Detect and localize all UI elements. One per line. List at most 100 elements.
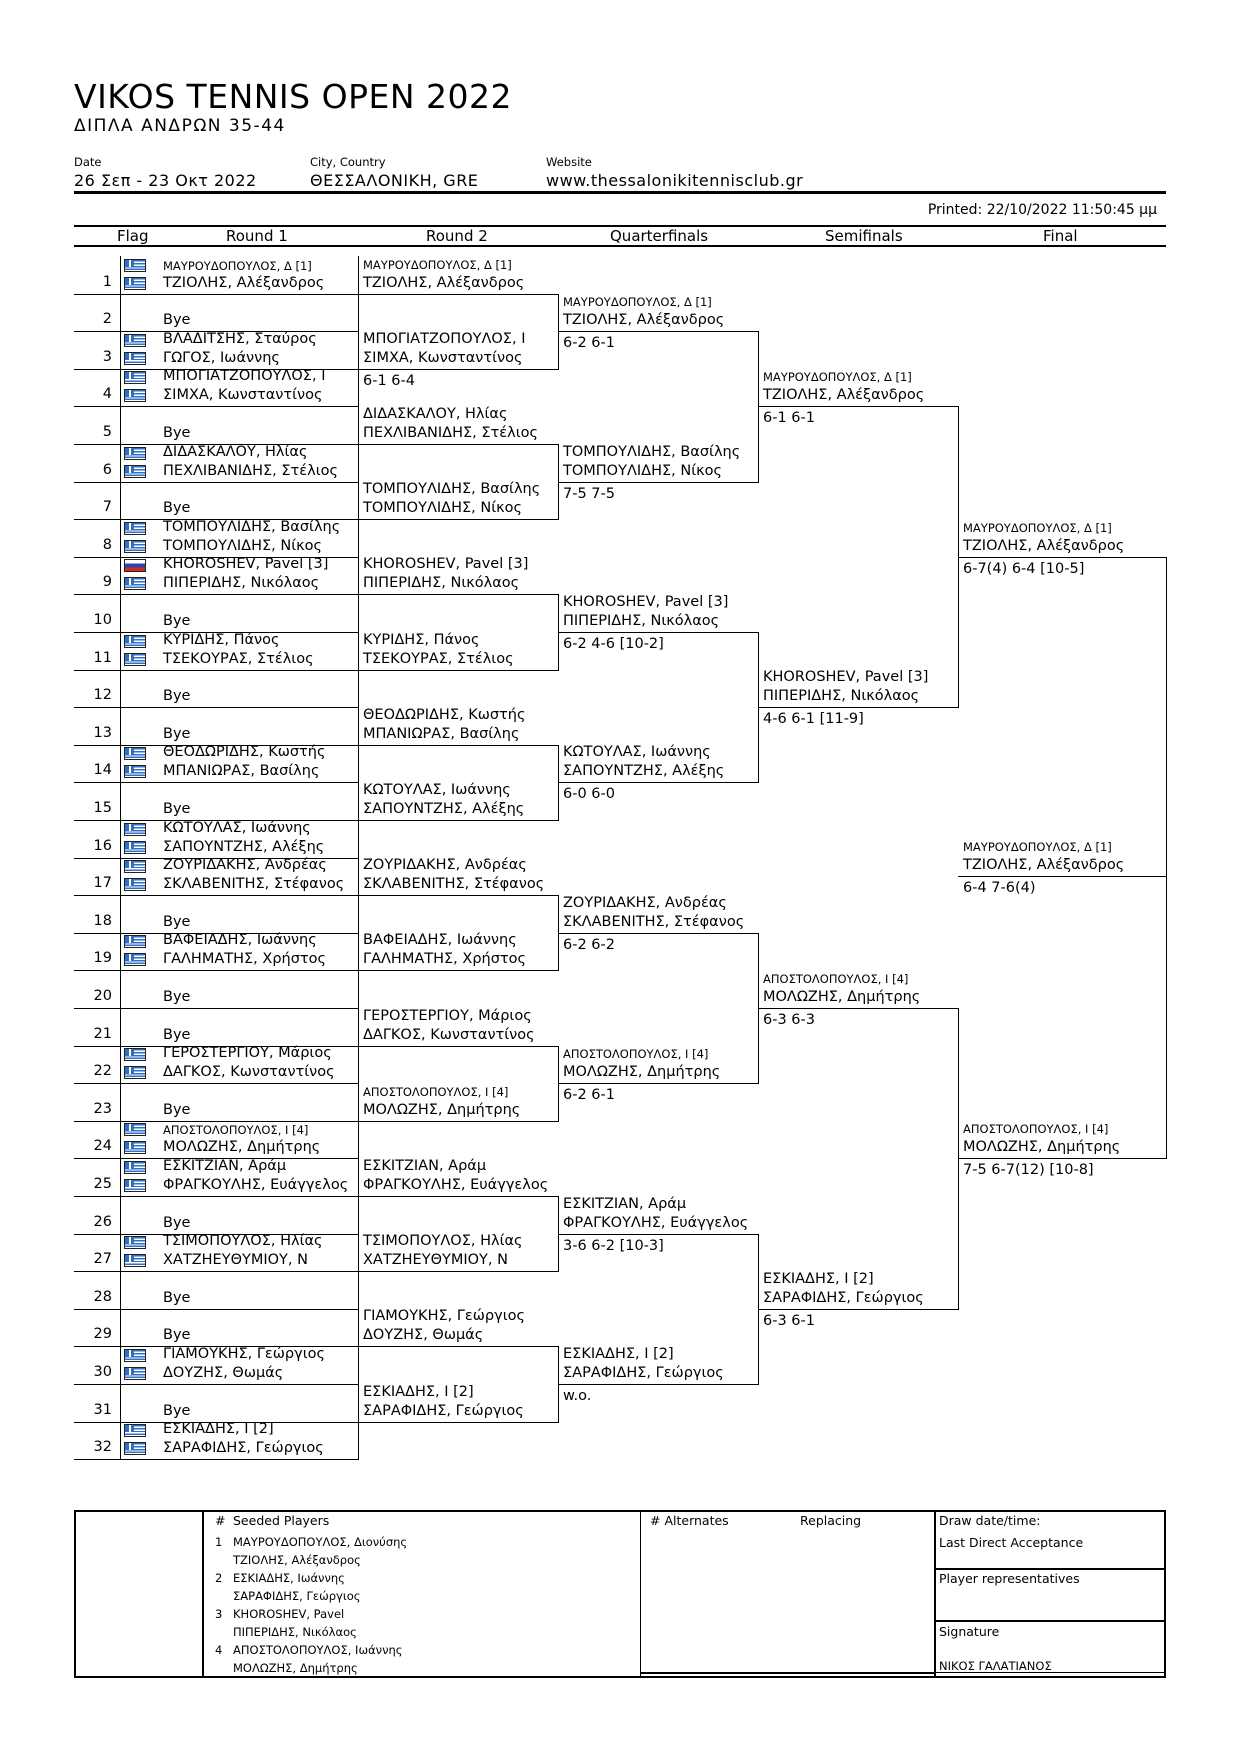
- player-name: ΚΩΤΟΥΛΑΣ, Ιωάννης: [363, 782, 511, 798]
- greece-flag-icon: [124, 1442, 146, 1455]
- seed-label: ΑΠΟΣΤΟΛΟΠΟΥΛΟΣ, Ι [4]: [563, 1047, 709, 1061]
- draw-position-number: 13: [93, 725, 112, 741]
- draw-line-26: [74, 1234, 358, 1235]
- player-name: ΤΟΜΠΟΥΛΙΔΗΣ, Βασίλης: [363, 481, 541, 497]
- champion-score: 6-4 7-6(4): [963, 880, 1036, 896]
- bracket-connector: [358, 294, 359, 332]
- player-name: ΜΠΟΓΙΑΤΖΟΠΟΥΛΟΣ, Ι: [163, 368, 326, 384]
- bracket-connector: [358, 594, 359, 633]
- seeded-players-label: Seeded Players: [233, 1513, 330, 1528]
- player-name: ΤΖΙΟΛΗΣ, Αλέξανδρος: [763, 387, 925, 403]
- player-name: ΔΟΥΖΗΣ, Θωμάς: [363, 1327, 484, 1343]
- draw-position-number: 10: [93, 612, 112, 628]
- date-label: Date: [74, 155, 102, 169]
- player-name: ΜΟΛΩΖΗΣ, Δημήτρης: [563, 1064, 721, 1080]
- greece-flag-icon: [124, 352, 146, 365]
- player-name: ΤΖΙΟΛΗΣ, Αλέξανδρος: [963, 538, 1125, 554]
- draw-position-number: 16: [93, 838, 112, 854]
- player-name: ΒΛΑΔΙΤΣΗΣ, Σταύρος: [163, 331, 317, 347]
- website-value: www.thessalonikitennisclub.gr: [546, 171, 804, 190]
- bracket-connector: [558, 1046, 559, 1122]
- player-name: ΜΠΑΝΙΩΡΑΣ, Βασίλης: [163, 763, 320, 779]
- seed-number: 1: [215, 1535, 223, 1549]
- player-representatives-label: Player representatives: [939, 1571, 1080, 1586]
- bracket-connector: [358, 1121, 359, 1159]
- player-name: ΕΣΚΙΑΔΗΣ, Ι [2]: [363, 1384, 474, 1400]
- seed-player-name: ΜΟΛΩΖΗΣ, Δημήτρης: [233, 1661, 358, 1675]
- bracket-connector: [358, 745, 359, 783]
- player-name: ΔΟΥΖΗΣ, Θωμάς: [163, 1365, 284, 1381]
- player-name: ΕΣΚΙΤΖΙΑΝ, Αράμ: [163, 1158, 287, 1174]
- greece-flag-icon: [124, 1254, 146, 1267]
- draw-position-number: 31: [93, 1402, 112, 1418]
- greece-flag-icon: [124, 878, 146, 891]
- final-connector: [1166, 557, 1167, 1159]
- player-name: ΖΟΥΡΙΔΑΚΗΣ, Ανδρέας: [363, 857, 527, 873]
- round2-line: [358, 594, 558, 595]
- draw-position-number: 27: [93, 1251, 112, 1267]
- draw-position-number: 17: [93, 875, 112, 891]
- round2-line: [358, 519, 558, 520]
- col-round1: Round 1: [226, 227, 288, 245]
- player-name: ΔΑΓΚΟΣ, Κωνσταντίνος: [163, 1064, 335, 1080]
- greece-flag-icon: [124, 259, 146, 272]
- seed-player-name: ΕΣΚΙΑΔΗΣ, Ιωάννης: [233, 1571, 345, 1585]
- player-name: ΣΚΛΑΒΕΝΙΤΗΣ, Στέφανος: [363, 876, 545, 892]
- player-name: ΖΟΥΡΙΔΑΚΗΣ, Ανδρέας: [563, 895, 727, 911]
- greece-flag-icon: [124, 389, 146, 402]
- draw-line-21: [74, 1046, 358, 1047]
- player-name: ΚΩΤΟΥΛΑΣ, Ιωάννης: [163, 820, 311, 836]
- bracket-connector: [358, 519, 359, 558]
- round2-line: [358, 369, 558, 370]
- player-name: ΖΟΥΡΙΔΑΚΗΣ, Ανδρέας: [163, 857, 327, 873]
- quarterfinals-line: [558, 632, 758, 633]
- greece-flag-icon: [124, 1123, 146, 1136]
- draw-line-20: [74, 1008, 358, 1009]
- final-line: [958, 1158, 1166, 1159]
- last-direct-acceptance-label: Last Direct Acceptance: [939, 1535, 1084, 1550]
- player-name: ΕΣΚΙΑΔΗΣ, Ι [2]: [763, 1271, 874, 1287]
- player-name: ΣΙΜΧΑ, Κωνσταντίνος: [363, 350, 523, 366]
- player-name: ΜΟΛΩΖΗΣ, Δημήτρης: [363, 1102, 521, 1118]
- seed-player-name: ΜΑΥΡΟΥΔΟΠΟΥΛΟΣ, Διονύσης: [233, 1535, 408, 1549]
- draw-line-7: [74, 519, 358, 520]
- draw-line-3: [74, 369, 358, 370]
- champion-name: ΤΖΙΟΛΗΣ, Αλέξανδρος: [963, 857, 1125, 873]
- player-name: ΓΕΡΟΣΤΕΡΓΙΟΥ, Μάριος: [163, 1045, 332, 1061]
- draw-line-5: [74, 444, 358, 445]
- player-name: Bye: [163, 914, 191, 930]
- quarterfinals-line: [558, 782, 758, 783]
- player-name: ΣΑΠΟΥΝΤΖΗΣ, Αλέξης: [363, 801, 525, 817]
- match-score: 6-2 4-6 [10-2]: [563, 636, 664, 652]
- greece-flag-icon: [124, 540, 146, 553]
- draw-position-number: 19: [93, 950, 112, 966]
- draw-line-6: [74, 482, 358, 483]
- draw-line-30: [74, 1384, 358, 1385]
- seed-label: ΑΠΟΣΤΟΛΟΠΟΥΛΟΣ, Ι [4]: [163, 1123, 309, 1137]
- seed-player-name: KHOROSHEV, Pavel: [233, 1607, 345, 1621]
- player-name: ΚΩΤΟΥΛΑΣ, Ιωάννης: [563, 744, 711, 760]
- player-name: ΤΟΜΠΟΥΛΙΔΗΣ, Νίκος: [363, 500, 523, 516]
- player-name: ΕΣΚΙΑΔΗΣ, Ι [2]: [163, 1421, 274, 1437]
- player-name: ΣΑΡΑΦΙΔΗΣ, Γεώργιος: [763, 1290, 924, 1306]
- match-score: 6-2 6-1: [563, 335, 615, 351]
- player-name: ΘΕΟΔΩΡΙΔΗΣ, Κωστής: [363, 707, 526, 723]
- bracket-connector: [958, 1008, 959, 1310]
- match-score: 4-6 6-1 [11-9]: [763, 711, 864, 727]
- draw-line-12: [74, 707, 358, 708]
- bracket-connector: [358, 1422, 359, 1460]
- seed-number: 3: [215, 1607, 223, 1621]
- printed-timestamp: Printed: 22/10/2022 11:50:45 μμ: [927, 202, 1157, 218]
- player-name: Bye: [163, 613, 191, 629]
- player-name: ΦΡΑΓΚΟΥΛΗΣ, Ευάγγελος: [163, 1177, 349, 1193]
- greece-flag-icon: [124, 1236, 146, 1249]
- footer-rule-b: [934, 1620, 1166, 1622]
- player-name: Bye: [163, 1403, 191, 1419]
- player-name: ΣΑΡΑΦΙΔΗΣ, Γεώργιος: [163, 1440, 324, 1456]
- round2-line: [358, 444, 558, 445]
- greece-flag-icon: [124, 447, 146, 460]
- draw-position-number: 4: [102, 386, 112, 402]
- draw-position-number: 8: [102, 537, 112, 553]
- draw-position-number: 7: [102, 499, 112, 515]
- player-name: ΒΑΦΕΙΑΔΗΣ, Ιωάννης: [163, 932, 317, 948]
